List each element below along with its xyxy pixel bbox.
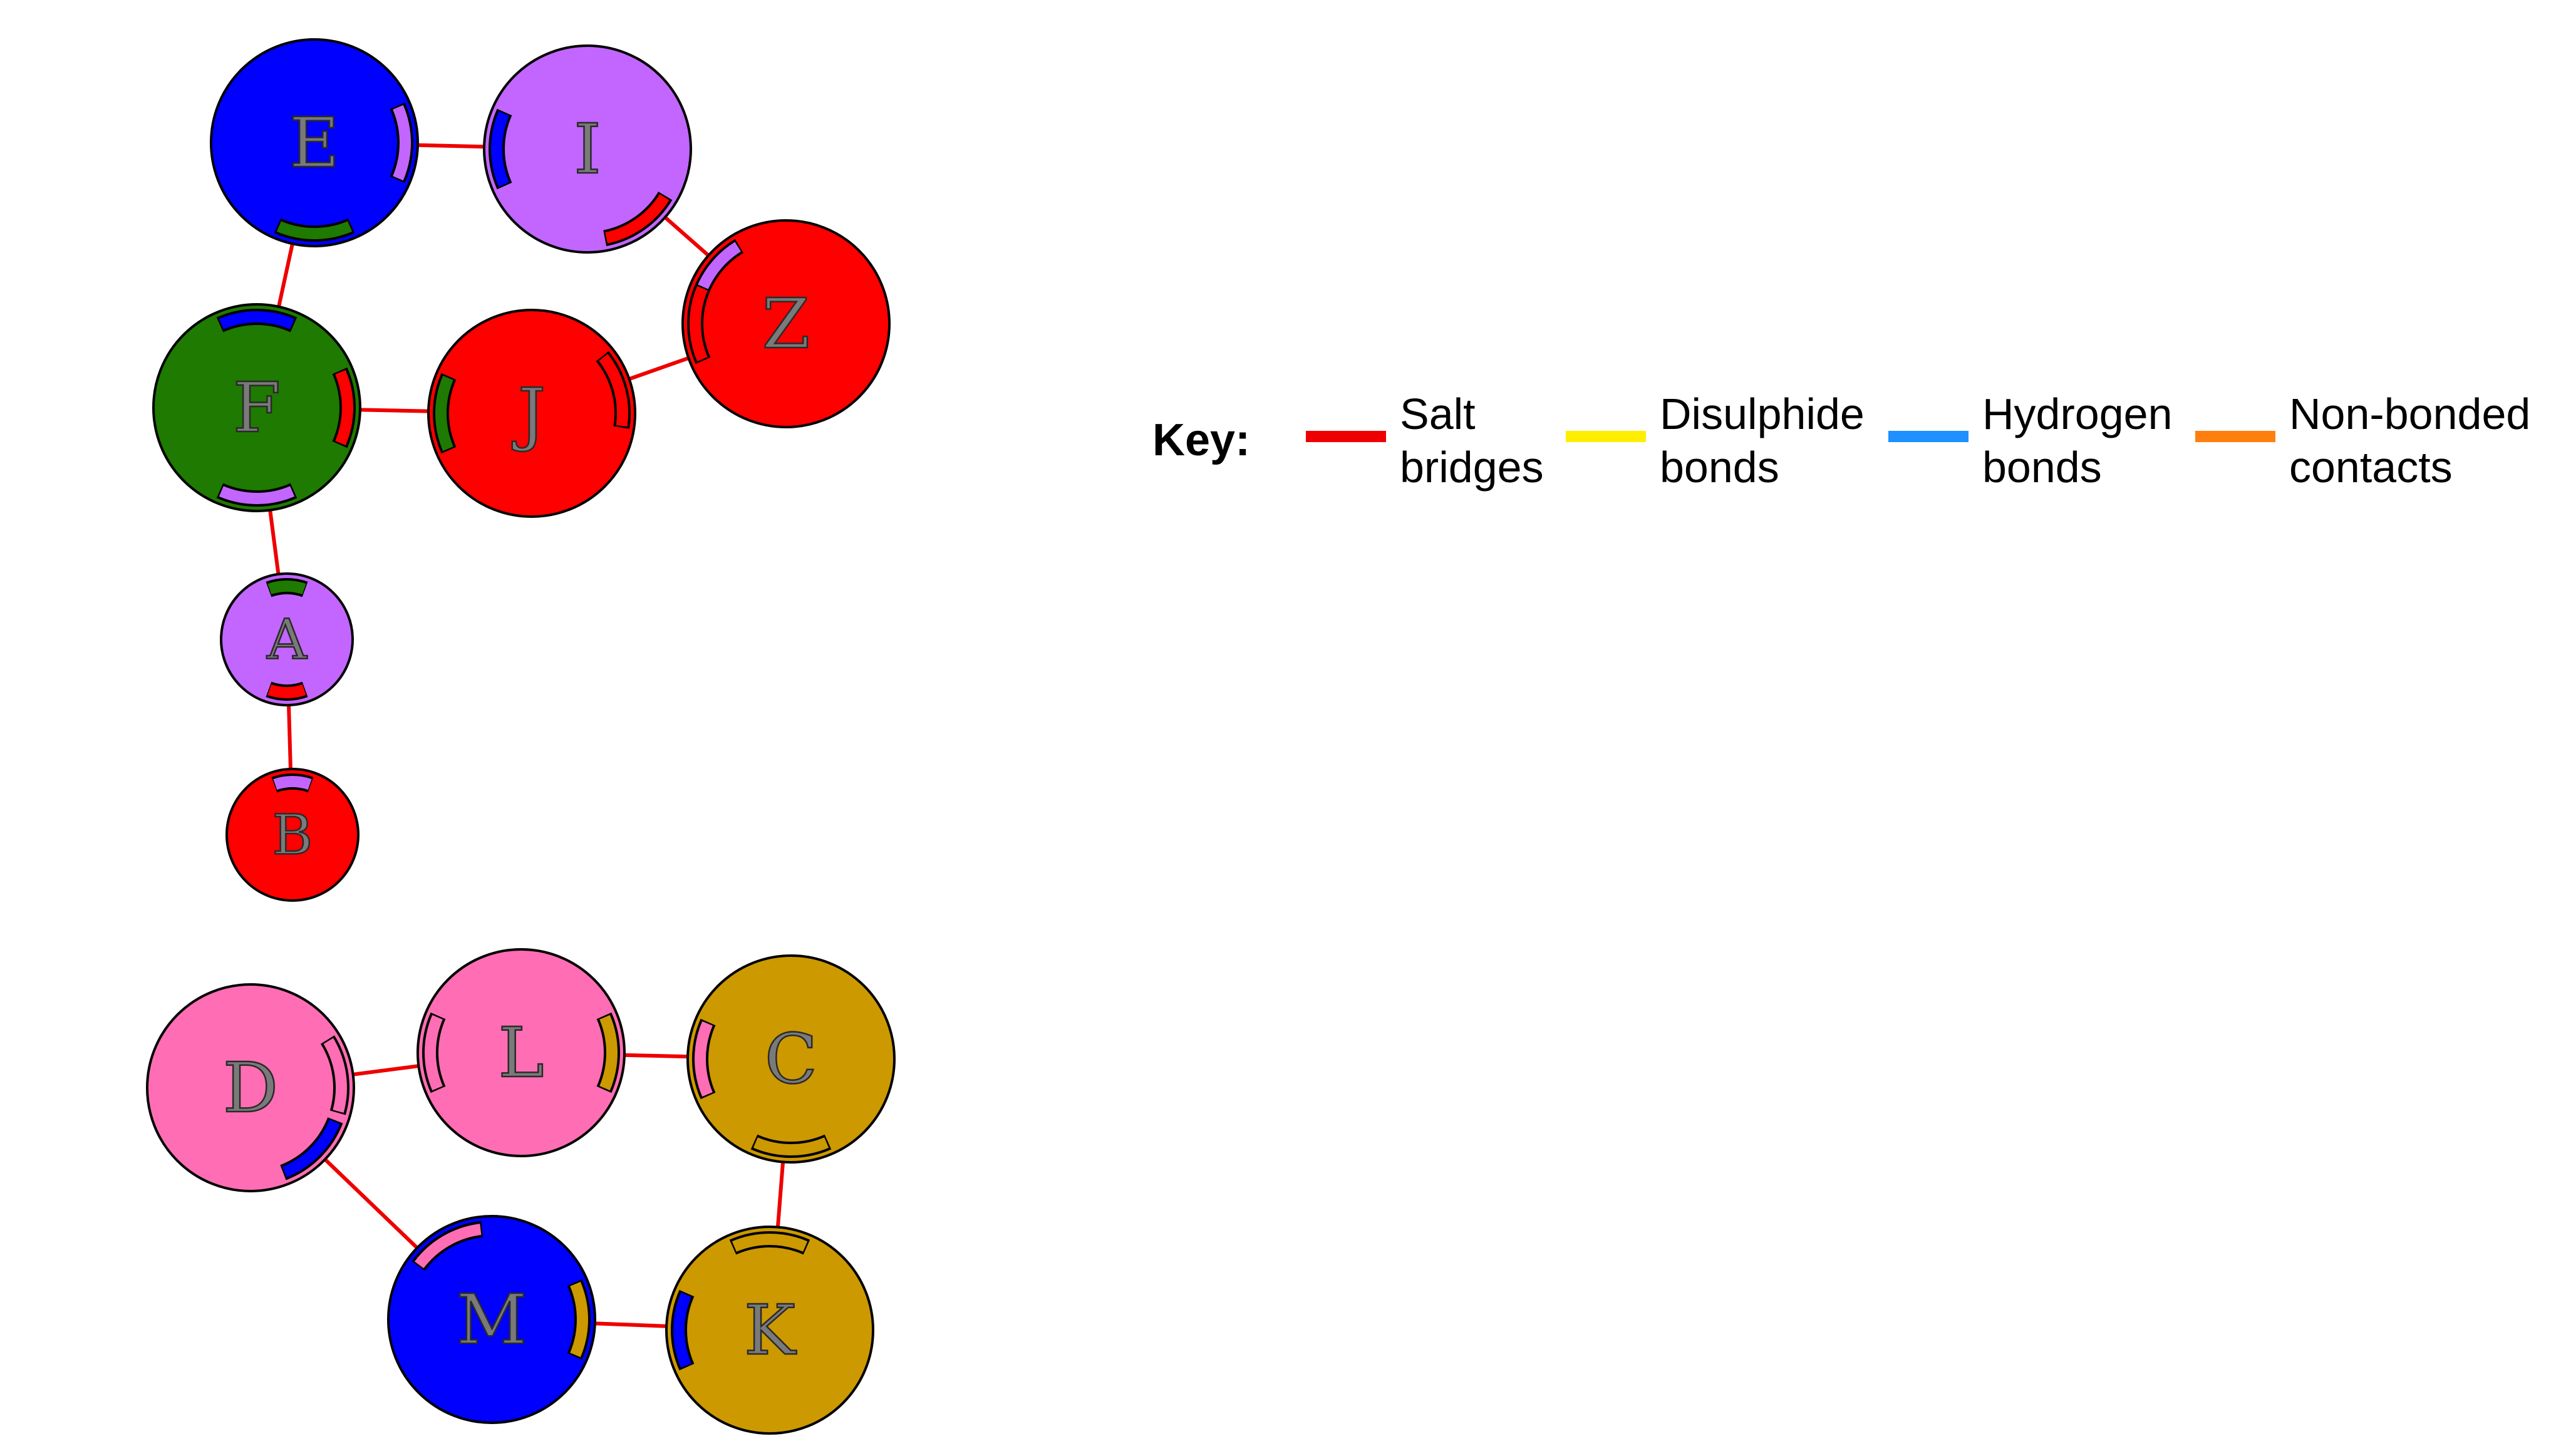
key-label-non-bonded-contacts-line1: Non-bonded [2289, 390, 2530, 438]
chain-node-circle-Z [681, 219, 891, 428]
chain-node-K: K [665, 1226, 874, 1435]
key-title: Key: [1152, 415, 1250, 465]
key-label-disulphide-bonds-line2: bonds [1660, 443, 1779, 492]
interface-arc-K-M [673, 1292, 691, 1368]
chain-label-E: E [289, 103, 339, 183]
chain-node-Z: Z [681, 219, 891, 428]
interface-arc-A-F [267, 581, 306, 595]
interface-arc-D-L [323, 1038, 347, 1113]
interface-arc-F-J [335, 369, 353, 446]
chain-node-E: E [210, 38, 419, 247]
chain-label-L: L [498, 1013, 544, 1093]
key-item-salt-bridges: Salt bridges [1306, 390, 1544, 492]
key-label-salt-bridges-line2: bridges [1400, 443, 1544, 492]
key-swatch-hydrogen-bonds [1888, 431, 1968, 442]
interface-arc-K-C [732, 1234, 808, 1252]
chain-node-B: B [225, 768, 360, 902]
chain-nodes: E I Z F J A B D L C M K [146, 38, 896, 1435]
chain-label-A: A [266, 607, 308, 672]
interface-arc-F-E [219, 311, 295, 329]
chain-node-circle-E [210, 38, 419, 247]
interface-arc-C-L [695, 1021, 713, 1097]
chain-label-K: K [744, 1290, 797, 1370]
chain-node-circle-A [220, 572, 354, 706]
chain-label-C: C [765, 1019, 817, 1099]
interface-arc-J-Z [599, 354, 628, 427]
chain-node-C: C [686, 954, 896, 1164]
chain-node-J: J [427, 309, 636, 518]
chain-node-circle-D [146, 983, 355, 1192]
interface-arc-D-M [282, 1119, 340, 1177]
interface-arc-A-B [267, 684, 306, 698]
chain-node-circle-F [152, 303, 361, 512]
interface-arc-I-Z [605, 194, 670, 244]
interface-arc-B-A [273, 776, 312, 790]
key-item-non-bonded-contacts: Non-bonded contacts [2195, 390, 2530, 492]
chain-node-circle-L [416, 948, 626, 1157]
interface-arc-L-D [425, 1015, 443, 1091]
key-label-hydrogen-bonds-line2: bonds [1982, 443, 2102, 492]
interface-arc-I-E [491, 111, 509, 187]
key-item-hydrogen-bonds: Hydrogen bonds [1888, 390, 2173, 492]
chain-label-B: B [272, 803, 313, 867]
chain-node-circle-K [665, 1226, 874, 1435]
interface-arc-F-A [219, 486, 295, 504]
chain-node-circle-I [483, 44, 692, 254]
key-label-non-bonded-contacts-line2: contacts [2289, 443, 2453, 492]
chain-label-I: I [574, 109, 601, 189]
key-swatch-disulphide-bonds [1566, 431, 1646, 442]
key-swatch-salt-bridges [1306, 431, 1386, 442]
interface-arc-L-C [599, 1015, 618, 1091]
chain-label-Z: Z [762, 284, 810, 364]
key-label-salt-bridges-line1: Salt [1400, 390, 1476, 438]
chain-node-F: F [152, 303, 361, 512]
interface-arc-M-K [570, 1281, 588, 1358]
key-label-disulphide-bonds-line1: Disulphide [1660, 390, 1865, 438]
chain-node-circle-M [387, 1215, 596, 1424]
interface-arc-C-K [753, 1137, 829, 1155]
legend-key: Key: Salt bridges Disulphide bonds Hydro… [1152, 390, 2530, 492]
key-item-disulphide-bonds: Disulphide bonds [1566, 390, 1865, 492]
chain-node-D: D [146, 983, 355, 1192]
chain-node-M: M [387, 1215, 596, 1424]
chain-label-M: M [457, 1279, 527, 1360]
chain-node-circle-J [427, 309, 636, 518]
chain-label-F: F [233, 368, 281, 448]
interface-arc-M-D [415, 1224, 482, 1269]
chain-node-circle-C [686, 954, 896, 1164]
interface-arc-E-I [393, 105, 411, 181]
interface-arc-J-F [435, 375, 453, 452]
interface-arc-E-F [276, 221, 353, 239]
chain-node-I: I [483, 44, 692, 254]
chain-node-A: A [220, 572, 354, 706]
chain-label-D: D [223, 1048, 278, 1128]
chain-node-L: L [416, 948, 626, 1157]
interface-arc-Z-J [690, 286, 708, 362]
chain-node-circle-B [225, 768, 360, 902]
key-swatch-non-bonded-contacts [2195, 431, 2275, 442]
key-label-hydrogen-bonds-line1: Hydrogen [1982, 390, 2173, 438]
